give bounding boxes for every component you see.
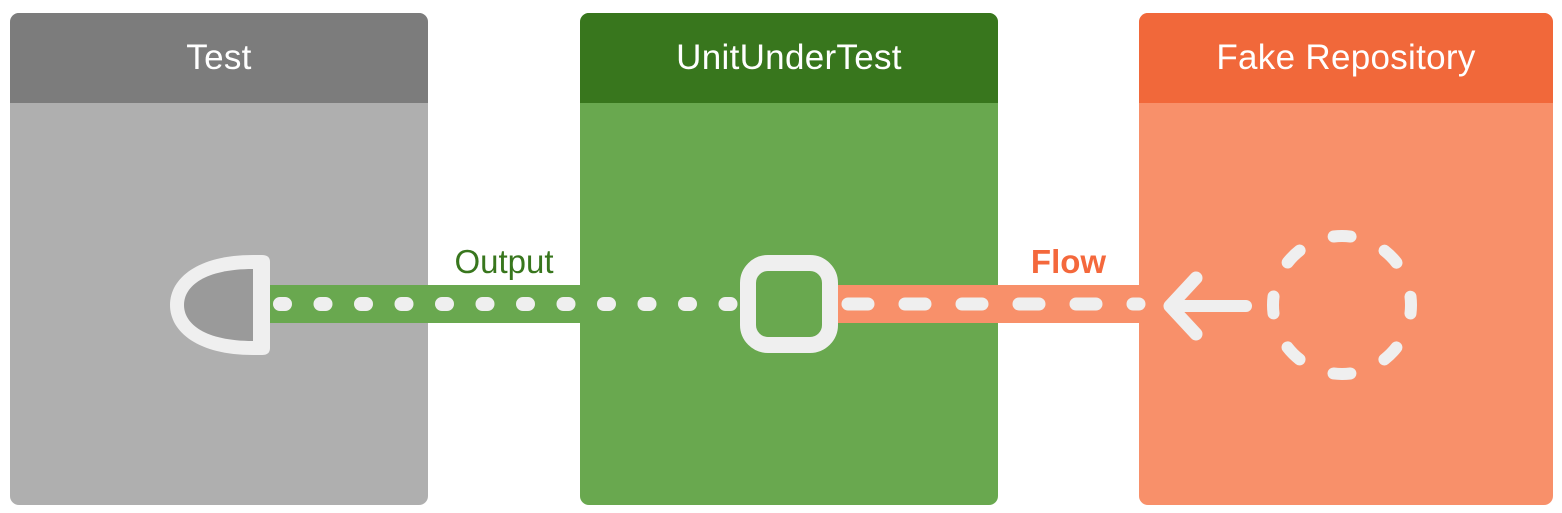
- box-fake-repository-title: Fake Repository: [1216, 38, 1476, 77]
- box-test-header: Test: [10, 13, 428, 103]
- box-unit-under-test-header: UnitUnderTest: [580, 13, 998, 103]
- box-unit-under-test: UnitUnderTest: [580, 13, 998, 505]
- output-connection-label: Output: [454, 243, 554, 280]
- box-test-title: Test: [186, 38, 252, 77]
- box-fake-repository: Fake Repository: [1139, 13, 1553, 505]
- box-fake-repository-header: Fake Repository: [1139, 13, 1553, 103]
- box-unit-under-test-title: UnitUnderTest: [676, 38, 902, 77]
- box-test: Test: [10, 13, 428, 505]
- flow-connection-label: Flow: [1030, 243, 1107, 280]
